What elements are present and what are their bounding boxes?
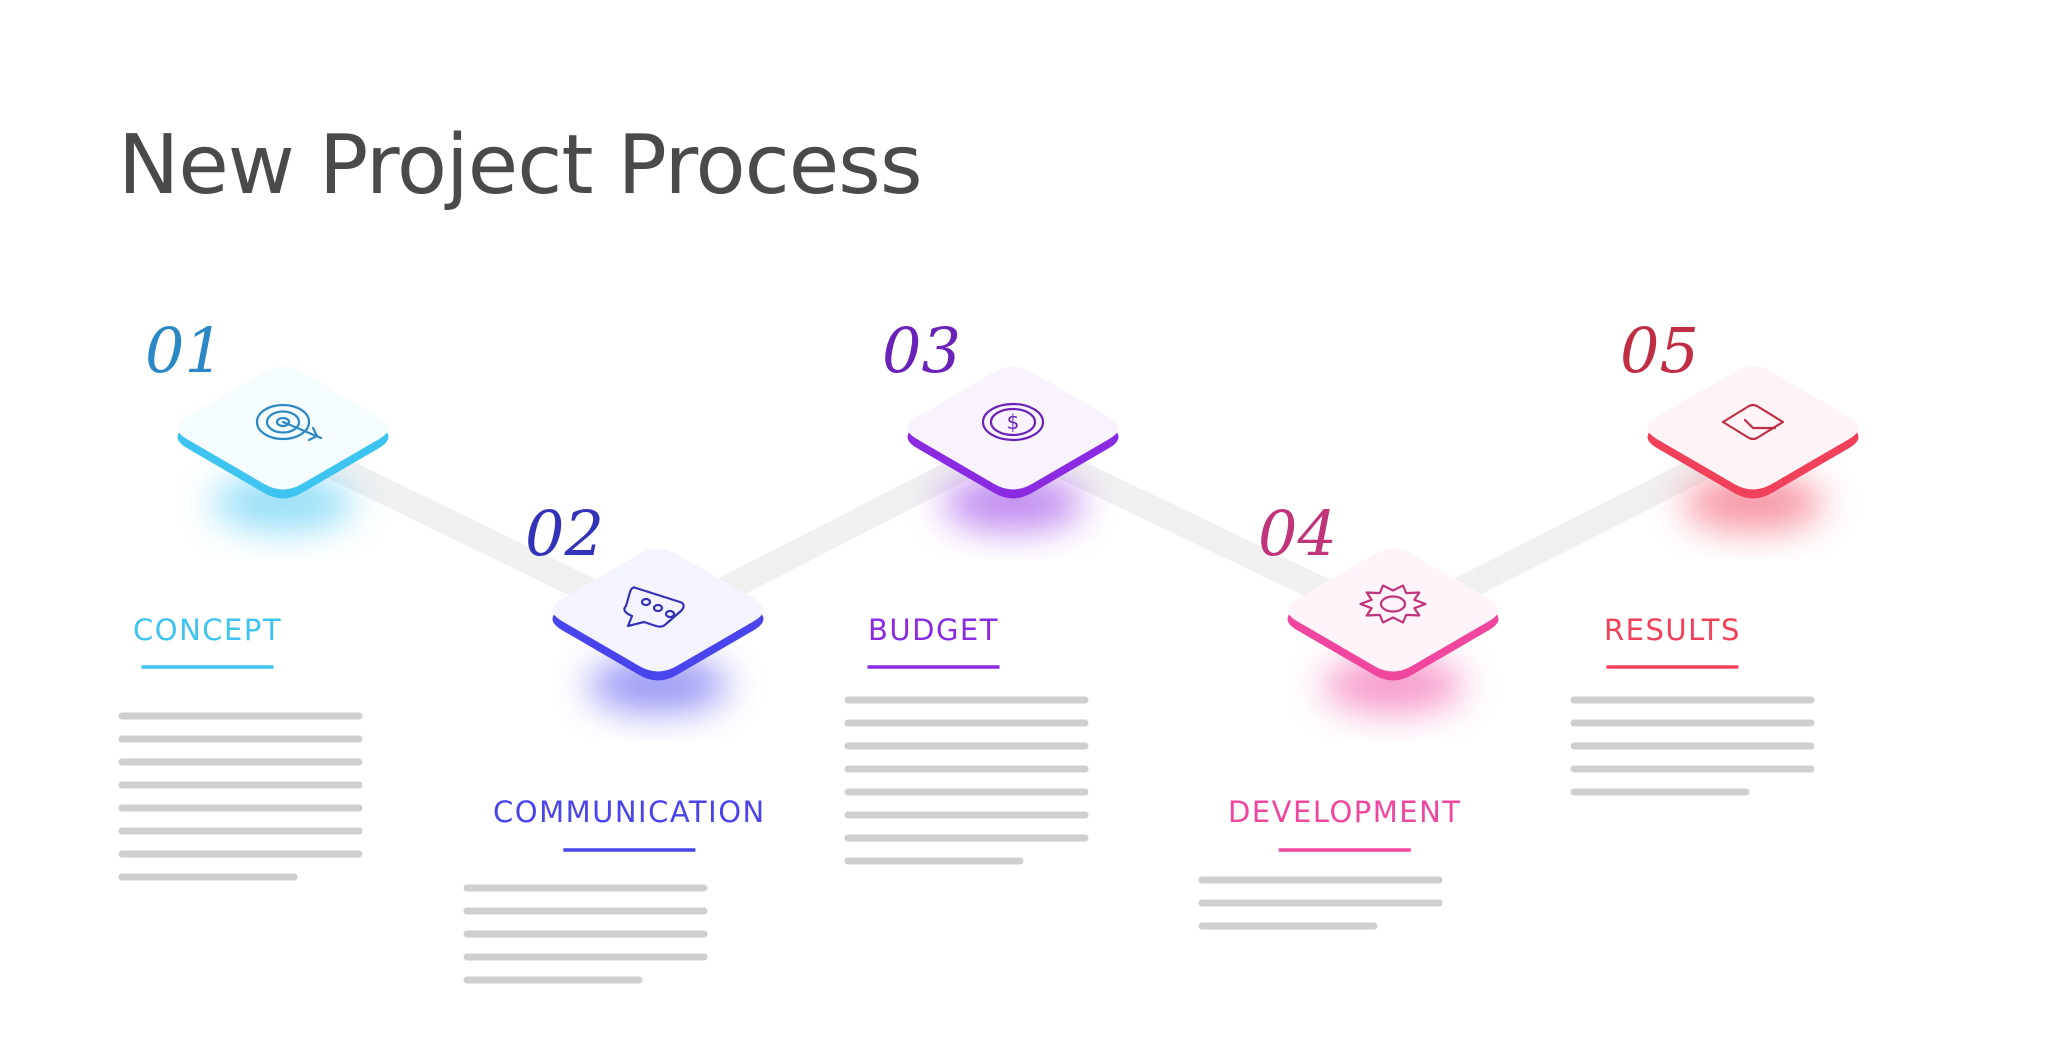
placeholder-text-lines xyxy=(463,884,708,984)
placeholder-text-lines xyxy=(1198,876,1443,930)
step-results: 05 RESULTS xyxy=(1570,314,1859,796)
step-label: RESULTS xyxy=(1604,613,1741,647)
step-number: 01 xyxy=(145,314,224,387)
step-label: CONCEPT xyxy=(133,613,282,647)
step-number: 03 xyxy=(882,314,961,387)
placeholder-text-lines xyxy=(118,712,363,881)
placeholder-text-lines xyxy=(844,696,1089,865)
step-number: 05 xyxy=(1620,314,1699,387)
tile-tint xyxy=(177,366,389,490)
tile-tint xyxy=(1287,548,1499,672)
step-label: COMMUNICATION xyxy=(493,795,766,829)
envelope-icon xyxy=(1721,403,1785,441)
step-label: DEVELOPMENT xyxy=(1228,795,1462,829)
target-icon xyxy=(255,403,323,442)
page-title: New Project Process xyxy=(118,118,923,213)
gear-icon xyxy=(1359,584,1427,624)
placeholder-text-lines xyxy=(1570,696,1815,796)
chat-icon xyxy=(623,586,685,628)
dollar-icon: $ xyxy=(981,402,1045,442)
step-number: 04 xyxy=(1258,497,1337,570)
step-development: 04 DEVELOPMENT xyxy=(1198,497,1499,930)
tile-tint xyxy=(907,366,1119,490)
step-number: 02 xyxy=(525,497,604,570)
dollar-glyph: $ xyxy=(1007,410,1020,434)
step-communication: 02 COMMUNICATION xyxy=(463,497,766,984)
step-concept: 01 CONCEPT xyxy=(118,314,389,881)
step-label: BUDGET xyxy=(868,613,999,647)
step-budget: $ 03 BUDGET xyxy=(844,314,1119,865)
